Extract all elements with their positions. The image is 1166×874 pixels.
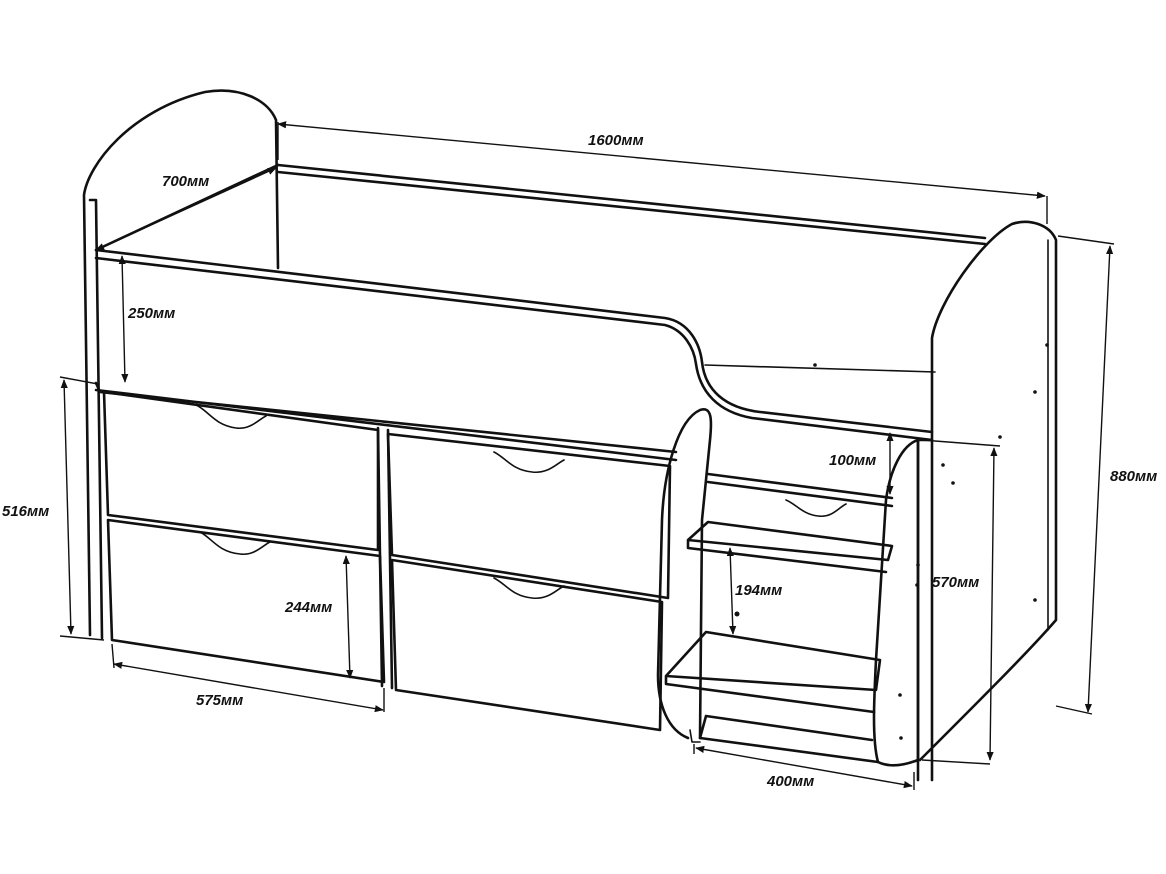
right-drawer-upper-handle [493,451,565,474]
dim-ladder-height-line [986,447,998,761]
front-guard [94,248,934,434]
left-drawers [102,390,394,690]
label-drawer-width: 575мм [196,692,243,709]
dimension-labels: 1600мм 700мм 250мм 516мм 244мм 575мм 100… [2,132,1157,790]
left-drawer-upper [102,390,380,552]
label-step-spacing: 194мм [735,582,782,599]
ladder [656,408,920,767]
ladder-foot [689,729,701,743]
front-guard-lower [94,256,934,442]
dim-ladder-width-extension [693,744,915,790]
rear-drawer-top [706,472,894,508]
label-drawer-block-height: 516мм [2,503,49,520]
ladder-step-upper [686,520,894,574]
dim-drawer-width-line [113,661,384,713]
right-drawer-upper [386,432,672,600]
dim-side-height-line [118,255,129,383]
left-drawer-lower [106,518,386,684]
bed-frame [82,89,1058,782]
right-drawers [386,432,894,732]
dim-total-height-extension [1055,235,1115,715]
label-depth: 700мм [162,173,209,190]
right-drawer-lower [390,558,664,732]
left-drawer-lower-handle [199,531,271,556]
label-ladder-width: 400мм [766,773,814,790]
left-drawer-upper-handle [195,404,267,430]
ladder-step-lower [664,630,882,714]
guard-back-line [704,364,936,373]
dim-total-height-line [1084,245,1114,713]
right-drawer-lower-handle [493,577,565,600]
label-ladder-top-gap: 100мм [829,452,876,469]
drawer-block-top [94,381,678,462]
dim-ladder-width-line [695,745,913,789]
label-drawer-height: 244мм [284,599,332,616]
dim-step-spacing-line [726,547,737,635]
left-headboard [82,89,280,637]
ladder-right-rail [872,438,920,767]
back-rail [276,163,987,246]
ladder-left-rail [656,408,713,740]
label-length: 1600мм [588,132,644,149]
dim-ladder-height-extension [921,439,1001,765]
label-side-height: 250мм [127,305,175,322]
label-total-height: 880мм [1110,468,1157,485]
dim-drawer-height-line [342,555,354,679]
ladder-base [698,714,880,764]
right-headboard-edge [916,438,934,782]
dim-drawer-block-extension [59,376,105,641]
dim-drawer-width-extension [111,643,385,712]
right-headboard [918,220,1058,782]
dimension-lines [59,121,1115,790]
dim-length-line [277,121,1046,199]
label-ladder-height: 570мм [932,574,979,591]
dim-drawer-block-line [60,379,75,635]
dim-depth-line [95,167,277,251]
dim-length-extension [277,122,1048,224]
rear-drawer-handle [785,499,847,518]
dowel-holes [734,343,1049,740]
left-headboard-edge [88,198,104,640]
